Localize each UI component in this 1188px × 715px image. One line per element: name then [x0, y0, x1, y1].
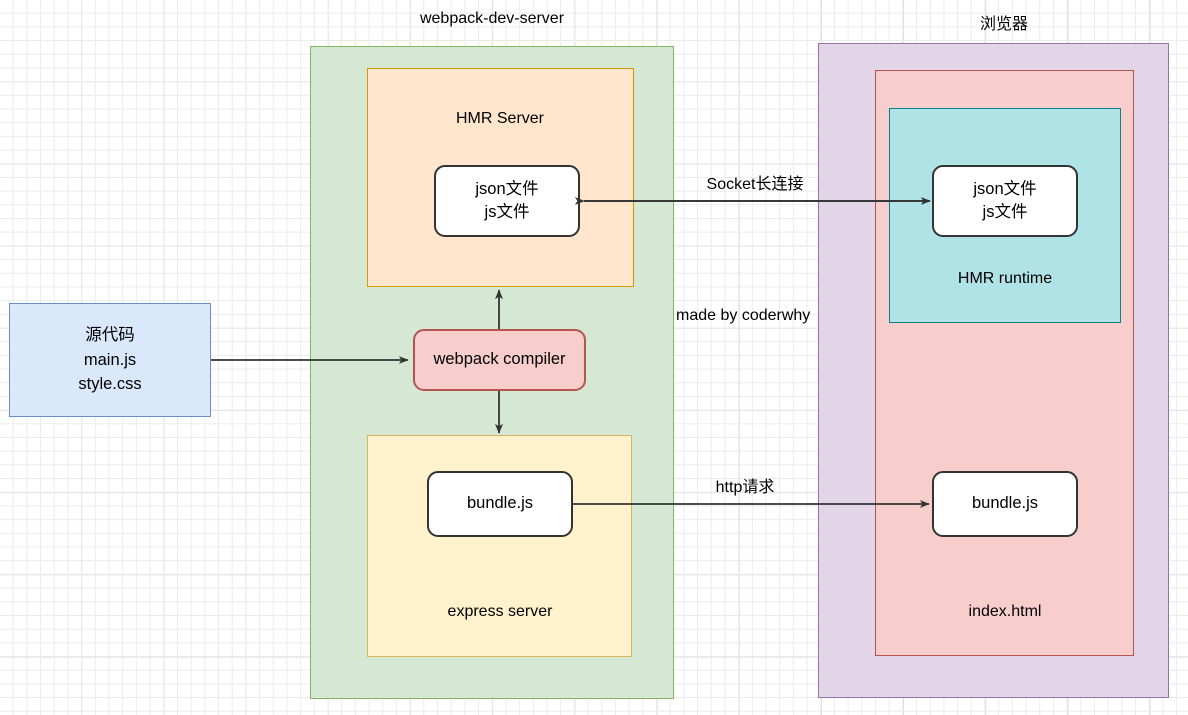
hmr-runtime-label: HMR runtime — [957, 270, 1053, 287]
source-code-line1: 源代码 — [85, 326, 135, 345]
hmr-runtime-files-line1: json文件 — [973, 179, 1037, 198]
express-bundle-node[interactable]: bundle.js — [427, 471, 573, 537]
express-server-container[interactable] — [367, 435, 632, 657]
hmr-server-files-line1: json文件 — [475, 179, 539, 198]
hmr-runtime-files-line2: js文件 — [982, 203, 1028, 221]
hmr-server-files-line2: js文件 — [484, 203, 530, 221]
source-code-box[interactable]: 源代码 main.js style.css — [9, 303, 211, 417]
index-bundle-node[interactable]: bundle.js — [932, 471, 1078, 537]
express-server-label: express server — [447, 603, 553, 620]
hmr-server-label: HMR Server — [455, 110, 545, 127]
http-edge-label: http请求 — [715, 479, 775, 496]
webpack-compiler-node[interactable]: webpack compiler — [413, 329, 586, 391]
browser-title: 浏览器 — [979, 16, 1029, 33]
source-code-text: 源代码 main.js style.css — [78, 323, 141, 396]
hmr-runtime-files-node[interactable]: json文件 js文件 — [932, 165, 1078, 237]
express-bundle-label: bundle.js — [466, 494, 534, 513]
socket-edge-label: Socket长连接 — [706, 176, 804, 193]
hmr-server-files-node[interactable]: json文件 js文件 — [434, 165, 580, 237]
index-bundle-label: bundle.js — [971, 494, 1039, 513]
source-code-line2: main.js — [83, 350, 137, 369]
source-code-line3: style.css — [78, 375, 142, 394]
webpack-dev-server-title: webpack-dev-server — [419, 10, 565, 27]
index-html-label: index.html — [968, 603, 1042, 620]
watermark-text: made by coderwhy — [676, 307, 811, 324]
webpack-compiler-label: webpack compiler — [433, 350, 566, 369]
